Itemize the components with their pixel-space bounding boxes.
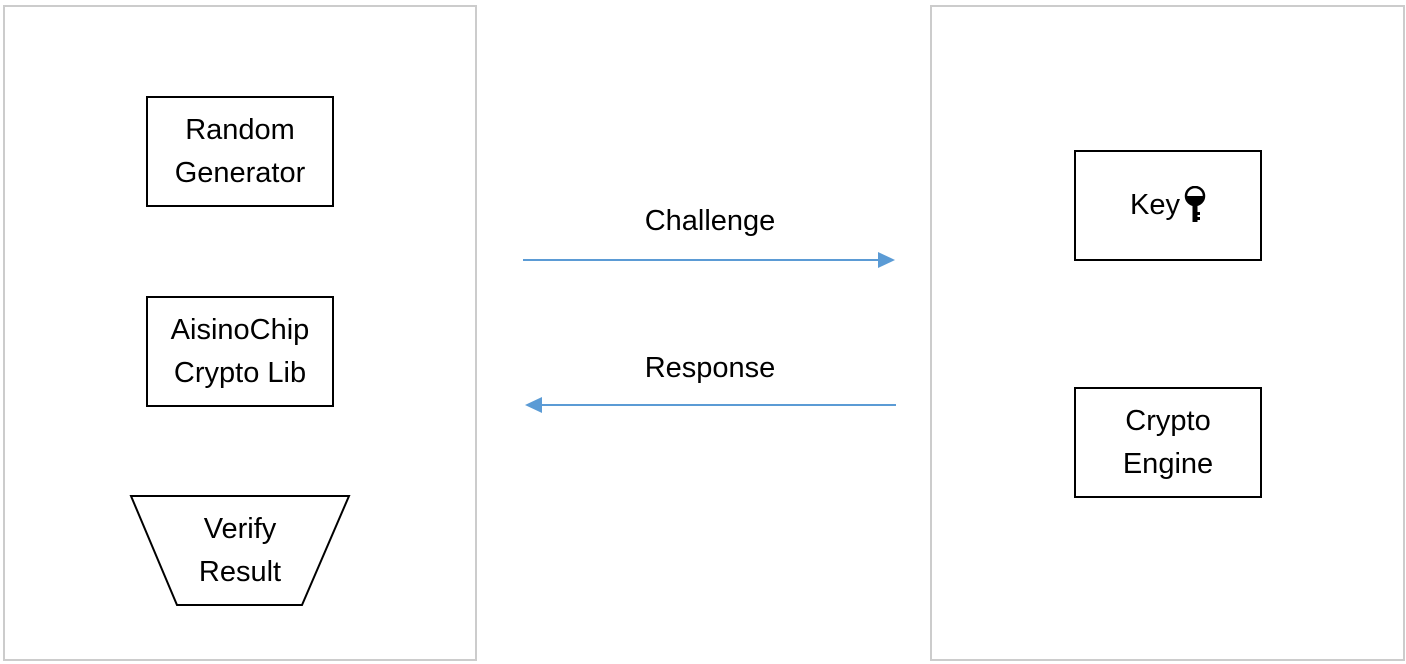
random-generator-line1: Random [185,113,295,146]
crypto-lib-line2: Crypto Lib [173,356,307,389]
response-arrowhead [525,397,542,413]
crypto-engine-line1: Crypto [1125,404,1211,437]
device-panel [930,5,1405,661]
verify-result-label: Verify Result [140,506,340,596]
verify-result-line1: Verify [203,513,277,545]
random-generator-box: Random Generator [146,96,334,207]
key-box: Key [1074,150,1262,261]
key-icon [1184,185,1206,226]
crypto-lib-line1: AisinoChip [170,313,310,346]
verify-result-trapezoid [129,495,351,606]
key-label: Key [1130,189,1180,221]
crypto-engine-line2: Engine [1122,447,1214,480]
response-label: Response [644,352,776,384]
host-panel [3,5,477,661]
random-generator-line2: Generator [174,156,306,189]
challenge-arrowhead [878,252,895,268]
crypto-lib-box: AisinoChip Crypto Lib [146,296,334,407]
challenge-label: Challenge [644,205,776,237]
verify-result-line2: Result [198,556,282,588]
crypto-engine-box: Crypto Engine [1074,387,1262,498]
